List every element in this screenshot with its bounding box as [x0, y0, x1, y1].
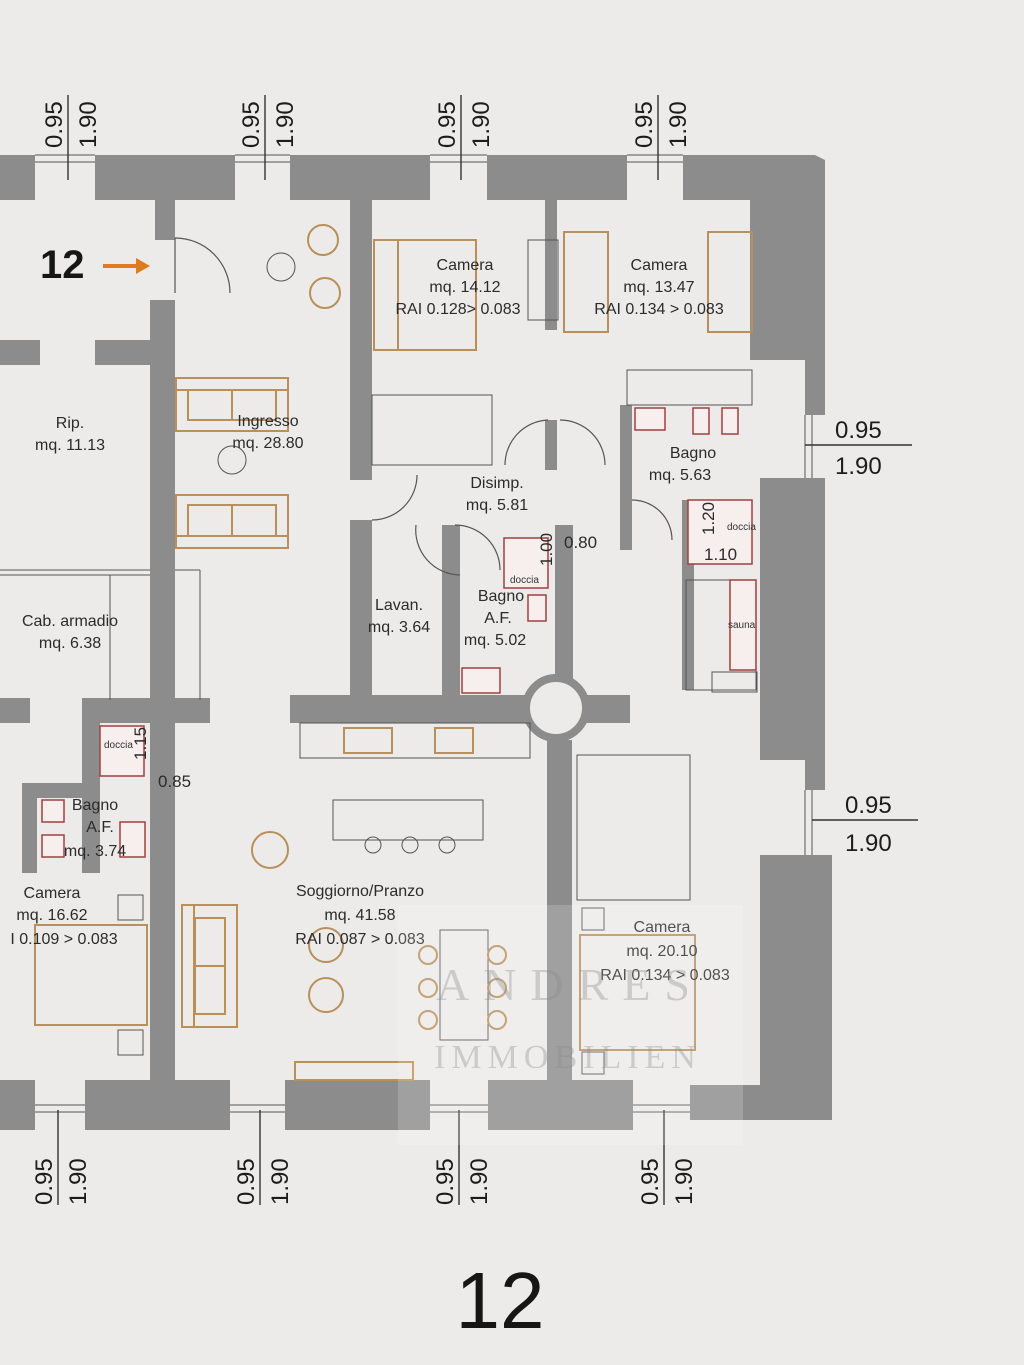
shower-2-width: 1.00	[537, 533, 556, 566]
room-cab-armadio-name: Cab. armadio	[22, 613, 118, 630]
room-bagno-af-sub: A.F.	[484, 610, 512, 627]
window-1-height: 1.90	[75, 101, 102, 148]
window-7-width: 0.95	[31, 1158, 58, 1205]
furniture	[34, 224, 757, 1081]
room-soggiorno-rai: RAI 0.087 > 0.083	[295, 931, 425, 948]
watermark-line-2: IMMOBILIEN	[434, 1039, 702, 1076]
room-camera-2-rai: RAI 0.134 > 0.083	[594, 301, 724, 318]
window-1-width: 0.95	[41, 101, 68, 148]
shower-label-1: doccia	[727, 522, 756, 533]
window-8-height: 1.90	[267, 1158, 294, 1205]
room-lavan-area: mq. 3.64	[368, 619, 430, 636]
room-rip-area: mq. 11.13	[35, 437, 105, 454]
window-2-height: 1.90	[272, 101, 299, 148]
room-rip-name: Rip.	[56, 415, 84, 432]
window-2-width: 0.95	[238, 101, 265, 148]
shower-2-gap: 0.80	[564, 533, 597, 552]
watermark: ANDRES IMMOBILIEN	[398, 905, 743, 1145]
room-ingresso-area: mq. 28.80	[232, 435, 303, 452]
room-camera-2-name: Camera	[631, 257, 688, 274]
room-disimp-area: mq. 5.81	[466, 497, 528, 514]
room-bagno-name: Bagno	[670, 445, 716, 462]
room-outlines	[0, 239, 758, 901]
shower-label-2: doccia	[510, 575, 539, 586]
watermark-line-1: ANDRES	[436, 959, 704, 1010]
room-disimp-name: Disimp.	[470, 475, 523, 492]
shower-3-width: 1.15	[131, 727, 150, 760]
room-camera-4-rai: RAI 0.134 > 0.083	[600, 967, 730, 984]
window-5-width: 0.95	[835, 417, 882, 444]
room-bagno-af2-sub: A.F.	[86, 819, 114, 836]
window-6-width: 0.95	[845, 792, 892, 819]
room-bagno-af2-name: Bagno	[72, 797, 118, 814]
room-camera-1-name: Camera	[437, 257, 494, 274]
room-camera-3-area: mq. 16.62	[16, 907, 87, 924]
room-camera-1-area: mq. 14.12	[429, 279, 500, 296]
shower-label-3: doccia	[104, 740, 133, 751]
window-dimensions-bottom: 0.95 1.90 0.95 1.90 0.95 1.90 0.95 1.90	[31, 1110, 698, 1205]
room-bagno-area: mq. 5.63	[649, 467, 711, 484]
plan-title: 12	[456, 1256, 545, 1345]
room-bagno-af2-area: mq. 3.74	[64, 843, 126, 860]
room-camera-1-rai: RAI 0.128> 0.083	[396, 301, 521, 318]
room-bagno-af-name: Bagno	[478, 588, 524, 605]
room-cab-armadio-area: mq. 6.38	[39, 635, 101, 652]
window-10-width: 0.95	[637, 1158, 664, 1205]
room-camera-4-name: Camera	[634, 919, 691, 936]
room-camera-2-area: mq. 13.47	[623, 279, 694, 296]
window-dimensions-top: 0.95 1.90 0.95 1.90 0.95 1.90 0.95 1.90	[41, 95, 692, 180]
room-labels: Camera mq. 14.12 RAI 0.128> 0.083 Camera…	[10, 257, 729, 984]
window-9-height: 1.90	[466, 1158, 493, 1205]
window-9-width: 0.95	[432, 1158, 459, 1205]
sauna-label: sauna	[728, 620, 756, 631]
window-7-height: 1.90	[65, 1158, 92, 1205]
room-camera-3-name: Camera	[24, 885, 81, 902]
window-10-height: 1.90	[671, 1158, 698, 1205]
entry-number: 12	[40, 243, 85, 287]
fixture-labels: doccia 1.20 1.10 sauna doccia 1.00 0.80 …	[104, 502, 756, 791]
shower-3-gap: 0.85	[158, 772, 191, 791]
shower-1-height: 1.10	[704, 545, 737, 564]
room-soggiorno-area: mq. 41.58	[324, 907, 395, 924]
room-camera-4-area: mq. 20.10	[626, 943, 697, 960]
window-4-height: 1.90	[665, 101, 692, 148]
shower-1-width: 1.20	[699, 502, 718, 535]
window-3-height: 1.90	[468, 101, 495, 148]
window-4-width: 0.95	[631, 101, 658, 148]
entry-marker: 12	[40, 243, 150, 287]
room-soggiorno-name: Soggiorno/Pranzo	[296, 883, 424, 900]
walls	[0, 155, 832, 1130]
doors	[174, 237, 673, 576]
room-camera-3-rai: I 0.109 > 0.083	[10, 931, 117, 948]
window-dimensions-right: 0.95 1.90 0.95 1.90	[805, 417, 918, 857]
window-8-width: 0.95	[233, 1158, 260, 1205]
entry-arrow-icon	[136, 258, 150, 274]
room-lavan-name: Lavan.	[375, 597, 423, 614]
window-6-height: 1.90	[845, 830, 892, 857]
window-3-width: 0.95	[434, 101, 461, 148]
room-bagno-af-area: mq. 5.02	[464, 632, 526, 649]
room-ingresso-name: Ingresso	[237, 413, 298, 430]
window-5-height: 1.90	[835, 453, 882, 480]
window-openings	[35, 154, 813, 1113]
